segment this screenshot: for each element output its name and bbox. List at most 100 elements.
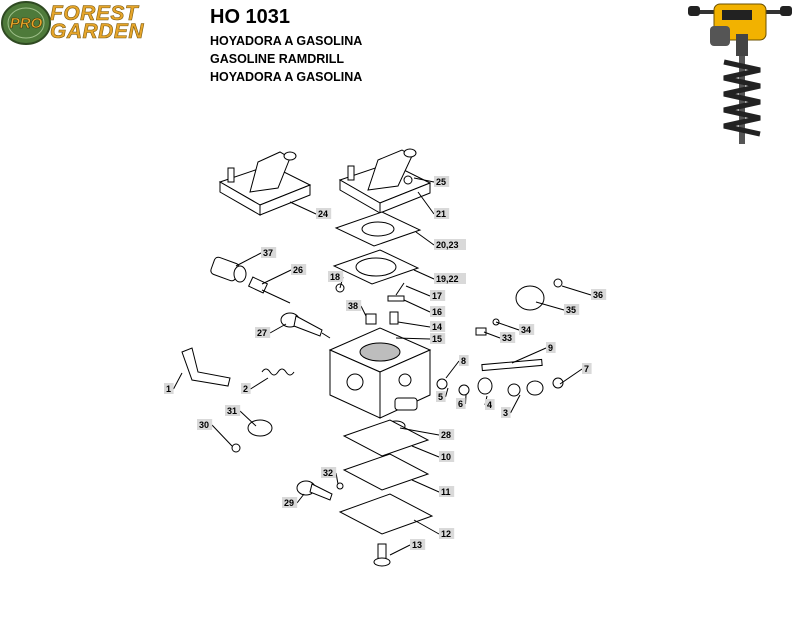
callout-bg-37 <box>261 247 277 258</box>
callout-label-20-23: 20,23 <box>436 240 459 250</box>
callout-label-26: 26 <box>293 265 303 275</box>
leader-line-25 <box>413 177 435 183</box>
callout-bg-13 <box>410 539 426 550</box>
callout-label-19-22: 19,22 <box>436 274 459 284</box>
callout-label-25: 25 <box>436 177 446 187</box>
ramdrill-product-image <box>688 3 792 144</box>
leader-line-37 <box>235 252 262 267</box>
leader-line-26 <box>261 269 292 285</box>
callout-label-7: 7 <box>584 364 589 374</box>
diaphragm-center <box>361 221 395 237</box>
leader-line-30 <box>211 424 233 447</box>
callout-bg-4 <box>485 399 495 410</box>
callout-label-29: 29 <box>284 498 294 508</box>
subtitle-1: HOYADORA A GASOLINA <box>210 34 363 48</box>
leader-line-29 <box>296 493 305 504</box>
callout-bg-10 <box>439 451 455 462</box>
leader-line-2 <box>250 377 269 390</box>
callout-label-12: 12 <box>441 529 451 539</box>
callout-label-30: 30 <box>199 420 209 430</box>
leader-line-9 <box>511 347 547 364</box>
callout-bg-31 <box>225 405 241 416</box>
callout-label-14: 14 <box>432 322 442 332</box>
callout-label-2: 2 <box>243 384 248 394</box>
part-11-gasket <box>342 453 430 491</box>
leader-line-27 <box>269 323 287 334</box>
leader-line-16 <box>403 299 431 313</box>
part-2-spring <box>261 368 295 376</box>
leader-line-15 <box>395 337 431 340</box>
leader-line-14 <box>397 321 431 328</box>
callout-bg-28 <box>439 429 455 440</box>
callout-bg-3 <box>501 407 511 418</box>
leader-line-33 <box>483 331 501 339</box>
callout-label-18: 18 <box>330 272 340 282</box>
callout-bg-8 <box>459 355 469 366</box>
part-1-lever <box>181 347 231 387</box>
callout-bg-5 <box>436 391 446 402</box>
callout-label-4: 4 <box>487 400 492 410</box>
callout-label-31: 31 <box>227 406 237 416</box>
leader-line-24 <box>289 201 317 215</box>
callout-bg-29 <box>282 497 298 508</box>
leader-line-13 <box>389 544 411 556</box>
leader-line-7 <box>559 368 583 385</box>
leader-line-8 <box>445 360 460 379</box>
part-12-cover <box>338 493 434 535</box>
callout-bg-24 <box>316 208 332 219</box>
callout-bg-2 <box>241 383 251 394</box>
gasket-ring <box>355 257 397 277</box>
part-8-clip <box>436 378 448 390</box>
part-36-screw <box>553 278 563 288</box>
part-9-shaft <box>481 358 543 372</box>
subtitle-2: GASOLINE RAMDRILL <box>210 52 345 66</box>
callout-bg-15 <box>430 333 446 344</box>
part-35-disc <box>515 285 545 311</box>
leader-line-31 <box>239 410 257 427</box>
leader-line-5 <box>445 387 449 398</box>
callout-label-3: 3 <box>503 408 508 418</box>
callout-bg-16 <box>430 306 446 317</box>
part-37-fitting <box>210 256 247 283</box>
leader-line-12 <box>413 519 440 535</box>
callout-bg-27 <box>255 327 271 338</box>
part-10-diaphragm <box>342 419 430 457</box>
part-14-spring <box>389 311 399 325</box>
callout-bg-17 <box>430 290 446 301</box>
callout-label-28: 28 <box>441 430 451 440</box>
callout-label-6: 6 <box>458 399 463 409</box>
leader-line-21 <box>417 191 435 215</box>
callout-label-10: 10 <box>441 452 451 462</box>
brand-line-1: FOREST <box>50 2 139 25</box>
callout-label-21: 21 <box>436 209 446 219</box>
callout-label-34: 34 <box>521 325 531 335</box>
badge-text: PRO <box>10 15 43 32</box>
callout-label-27: 27 <box>257 328 267 338</box>
callout-bg-25 <box>434 176 450 187</box>
pro-badge: PRO <box>1 1 51 45</box>
leader-line-19-22 <box>413 269 435 280</box>
part-21-cover <box>338 148 432 214</box>
leader-line-3 <box>510 394 521 414</box>
callout-bg-12 <box>439 528 455 539</box>
leader-line-28 <box>399 427 440 436</box>
callout-label-38: 38 <box>348 301 358 311</box>
callout-bg-36 <box>591 289 607 300</box>
subtitle-3: HOYADORA A GASOLINA <box>210 70 363 84</box>
callout-label-1: 1 <box>166 384 171 394</box>
callout-label-16: 16 <box>432 307 442 317</box>
callout-label-24: 24 <box>318 209 328 219</box>
part-13-head <box>373 557 391 567</box>
leader-line-38 <box>360 305 367 317</box>
callout-bg-32 <box>321 467 337 478</box>
part-33-spring <box>475 327 487 336</box>
part-4-washer <box>477 377 493 395</box>
callout-bg-34 <box>519 324 535 335</box>
callout-label-8: 8 <box>461 356 466 366</box>
model-title: HO 1031 <box>210 6 291 28</box>
leader-line-34 <box>495 321 520 331</box>
callout-bg-9 <box>546 342 556 353</box>
callout-label-35: 35 <box>566 305 576 315</box>
callout-bg-35 <box>564 304 580 315</box>
leader-line-20-23 <box>415 231 435 246</box>
